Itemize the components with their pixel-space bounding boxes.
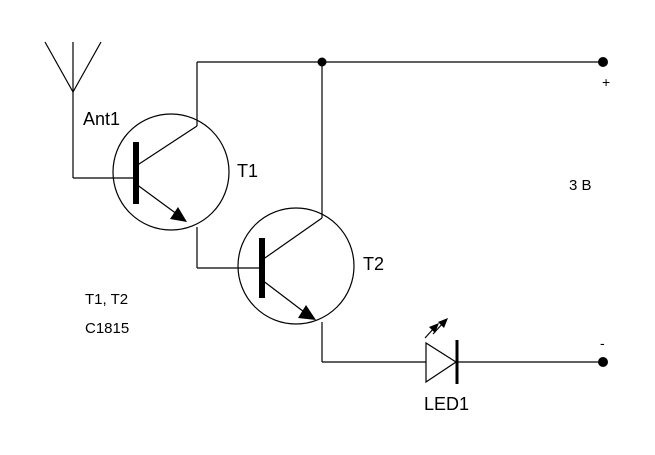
t1-label: T1 <box>237 161 259 181</box>
part-number-label: C1815 <box>85 320 130 337</box>
t2-label: T2 <box>363 254 385 274</box>
antenna-symbol <box>44 41 134 179</box>
antenna-label: Ant1 <box>83 109 121 129</box>
transistor-t2 <box>237 207 355 362</box>
plus-terminal-label: + <box>602 74 611 90</box>
led-symbol <box>424 318 459 384</box>
positive-rail <box>197 57 608 218</box>
voltage-label: 3 В <box>569 177 592 194</box>
transistor-t1 <box>112 62 230 268</box>
minus-terminal-label: - <box>600 335 605 351</box>
negative-rail <box>322 357 608 367</box>
transistor-list-label: T1, T2 <box>85 291 129 308</box>
led-label: LED1 <box>424 394 470 414</box>
